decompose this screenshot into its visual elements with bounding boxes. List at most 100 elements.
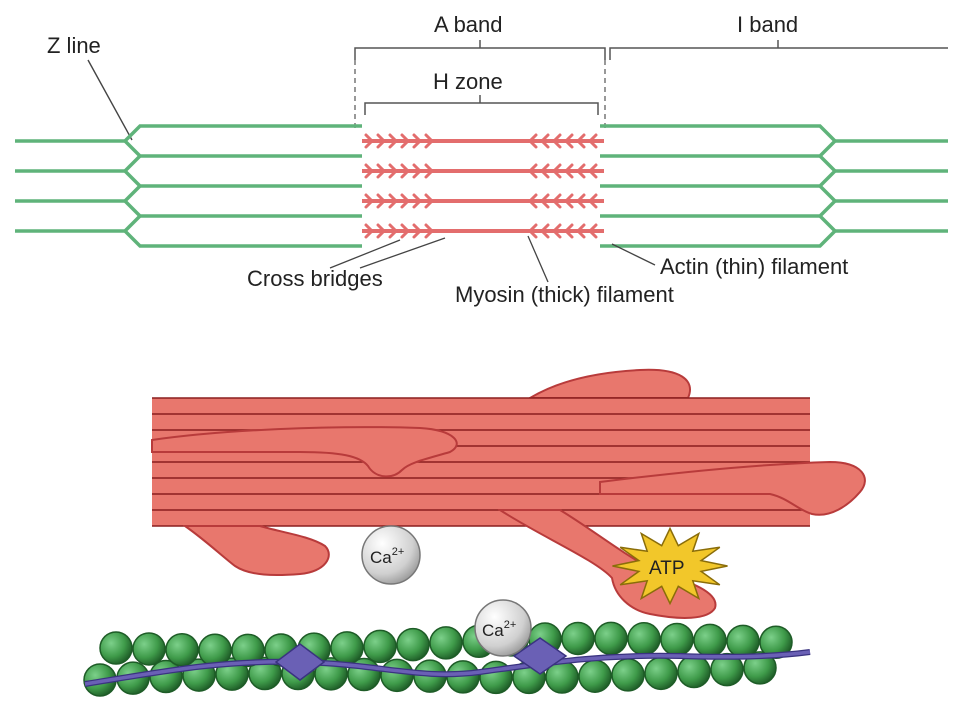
z-line-label: Z line [47, 33, 101, 58]
calcium-ion-free: Ca2+ [361, 525, 421, 585]
actin-bead [693, 623, 727, 658]
atp-burst: ATP [612, 526, 728, 606]
ca-sup-2: 2+ [504, 619, 517, 631]
troponin-left [274, 643, 326, 681]
actin-bead [627, 622, 661, 656]
actin-bead [380, 658, 414, 693]
actin-bead [330, 631, 364, 665]
cross-bridge-head [364, 223, 375, 239]
cross-bridges-label: Cross bridges [247, 266, 383, 291]
cross-bridge-head [388, 133, 399, 149]
cross-bridge-head [527, 223, 538, 239]
cross-bridge-head [527, 193, 538, 209]
cross-bridge-head [388, 163, 399, 179]
cross-bridge-head [575, 223, 586, 239]
cross-bridge-head [587, 133, 598, 149]
cross-bridge-head [587, 193, 598, 209]
actin-filament-label: Actin (thin) filament [660, 254, 848, 279]
cross-bridge-head [424, 193, 435, 209]
cross-bridge-head [400, 193, 411, 209]
ca-sup-1: 2+ [392, 546, 405, 558]
actin-bead [726, 624, 760, 659]
actin-filaments [15, 124, 948, 248]
actin-bead [644, 656, 678, 691]
svg-text:Ca2+: Ca2+ [370, 546, 404, 567]
cross-bridge-head [364, 163, 375, 179]
a-band-bracket [354, 40, 606, 60]
cross-bridge-head [551, 223, 562, 239]
cross-bridge-head [551, 133, 562, 149]
cross-bridge-head [424, 163, 435, 179]
actin-bead-chain [83, 621, 793, 697]
cross-bridge-head [388, 193, 399, 209]
myosin-head-right [599, 460, 866, 516]
cross-bridge-head [400, 223, 411, 239]
cross-bridge-head [563, 223, 574, 239]
cross-bridge-head [587, 163, 598, 179]
troponin-right [512, 637, 568, 675]
cross-bridge-head [551, 163, 562, 179]
actin-bead [396, 627, 430, 662]
cross-bridge-head [587, 223, 598, 239]
ca-label-1: Ca [370, 548, 392, 567]
myosin-head-lower-left [181, 525, 330, 577]
myosin-filament [362, 193, 604, 209]
cross-bridge-head [400, 133, 411, 149]
actin-bead [710, 652, 744, 687]
atp-label: ATP [649, 558, 685, 579]
actin-bead [165, 632, 199, 667]
actin-bead [132, 632, 166, 666]
myosin-head-top [526, 368, 691, 399]
actin-bead [594, 621, 628, 656]
actin-bead [578, 659, 612, 693]
actin-bead [611, 658, 645, 692]
ca-label-2: Ca [482, 621, 504, 640]
actin-bead [231, 633, 265, 668]
calcium-ion-bound: Ca2+ [474, 599, 532, 657]
band-guide-lines [354, 60, 606, 128]
cross-bridge-head [376, 163, 387, 179]
cross-bridge-head [563, 193, 574, 209]
actin-bead [677, 654, 711, 689]
thick-filament-bundle [152, 397, 810, 527]
myosin-head-lower-right [496, 509, 717, 619]
cross-bridge-head [412, 193, 423, 209]
actin-bead [363, 629, 397, 664]
cross-bridge-head [412, 223, 423, 239]
cross-bridge-head [400, 163, 411, 179]
h-zone-bracket [364, 95, 599, 115]
myosin-head-mid [151, 426, 458, 478]
cross-bridge-head [563, 163, 574, 179]
z-line-pointer [87, 59, 133, 141]
cross-bridge-head [388, 223, 399, 239]
cross-bridge-head [575, 193, 586, 209]
cross-bridge-head [551, 193, 562, 209]
cross-bridge-head [539, 133, 550, 149]
svg-text:Ca2+: Ca2+ [482, 619, 516, 640]
h-zone-label: H zone [433, 69, 503, 94]
actin-bead [561, 621, 595, 656]
cross-bridge-head [527, 163, 538, 179]
myosin-filament-label: Myosin (thick) filament [455, 282, 674, 307]
myosin-filaments [362, 133, 604, 239]
cross-bridge-head [575, 133, 586, 149]
actin-bead [660, 622, 694, 657]
cross-bridge-head [539, 163, 550, 179]
cross-bridge-head [527, 133, 538, 149]
cross-bridge-head [376, 223, 387, 239]
cross-bridge-head [539, 223, 550, 239]
cross-bridge-head [364, 193, 375, 209]
i-band-label: I band [737, 12, 798, 37]
molecular-panel: ATP Ca2+ Ca2+ [83, 368, 866, 697]
cross-bridge-head [376, 193, 387, 209]
cross-bridge-head [412, 133, 423, 149]
cross-bridge-head [376, 133, 387, 149]
myosin-filament [362, 223, 604, 239]
actin-bead [248, 656, 282, 691]
cross-bridge-head [563, 133, 574, 149]
myosin-filament [362, 133, 604, 149]
cross-bridge-head [364, 133, 375, 149]
actin-bead [743, 651, 777, 685]
label-pointers [329, 235, 656, 283]
